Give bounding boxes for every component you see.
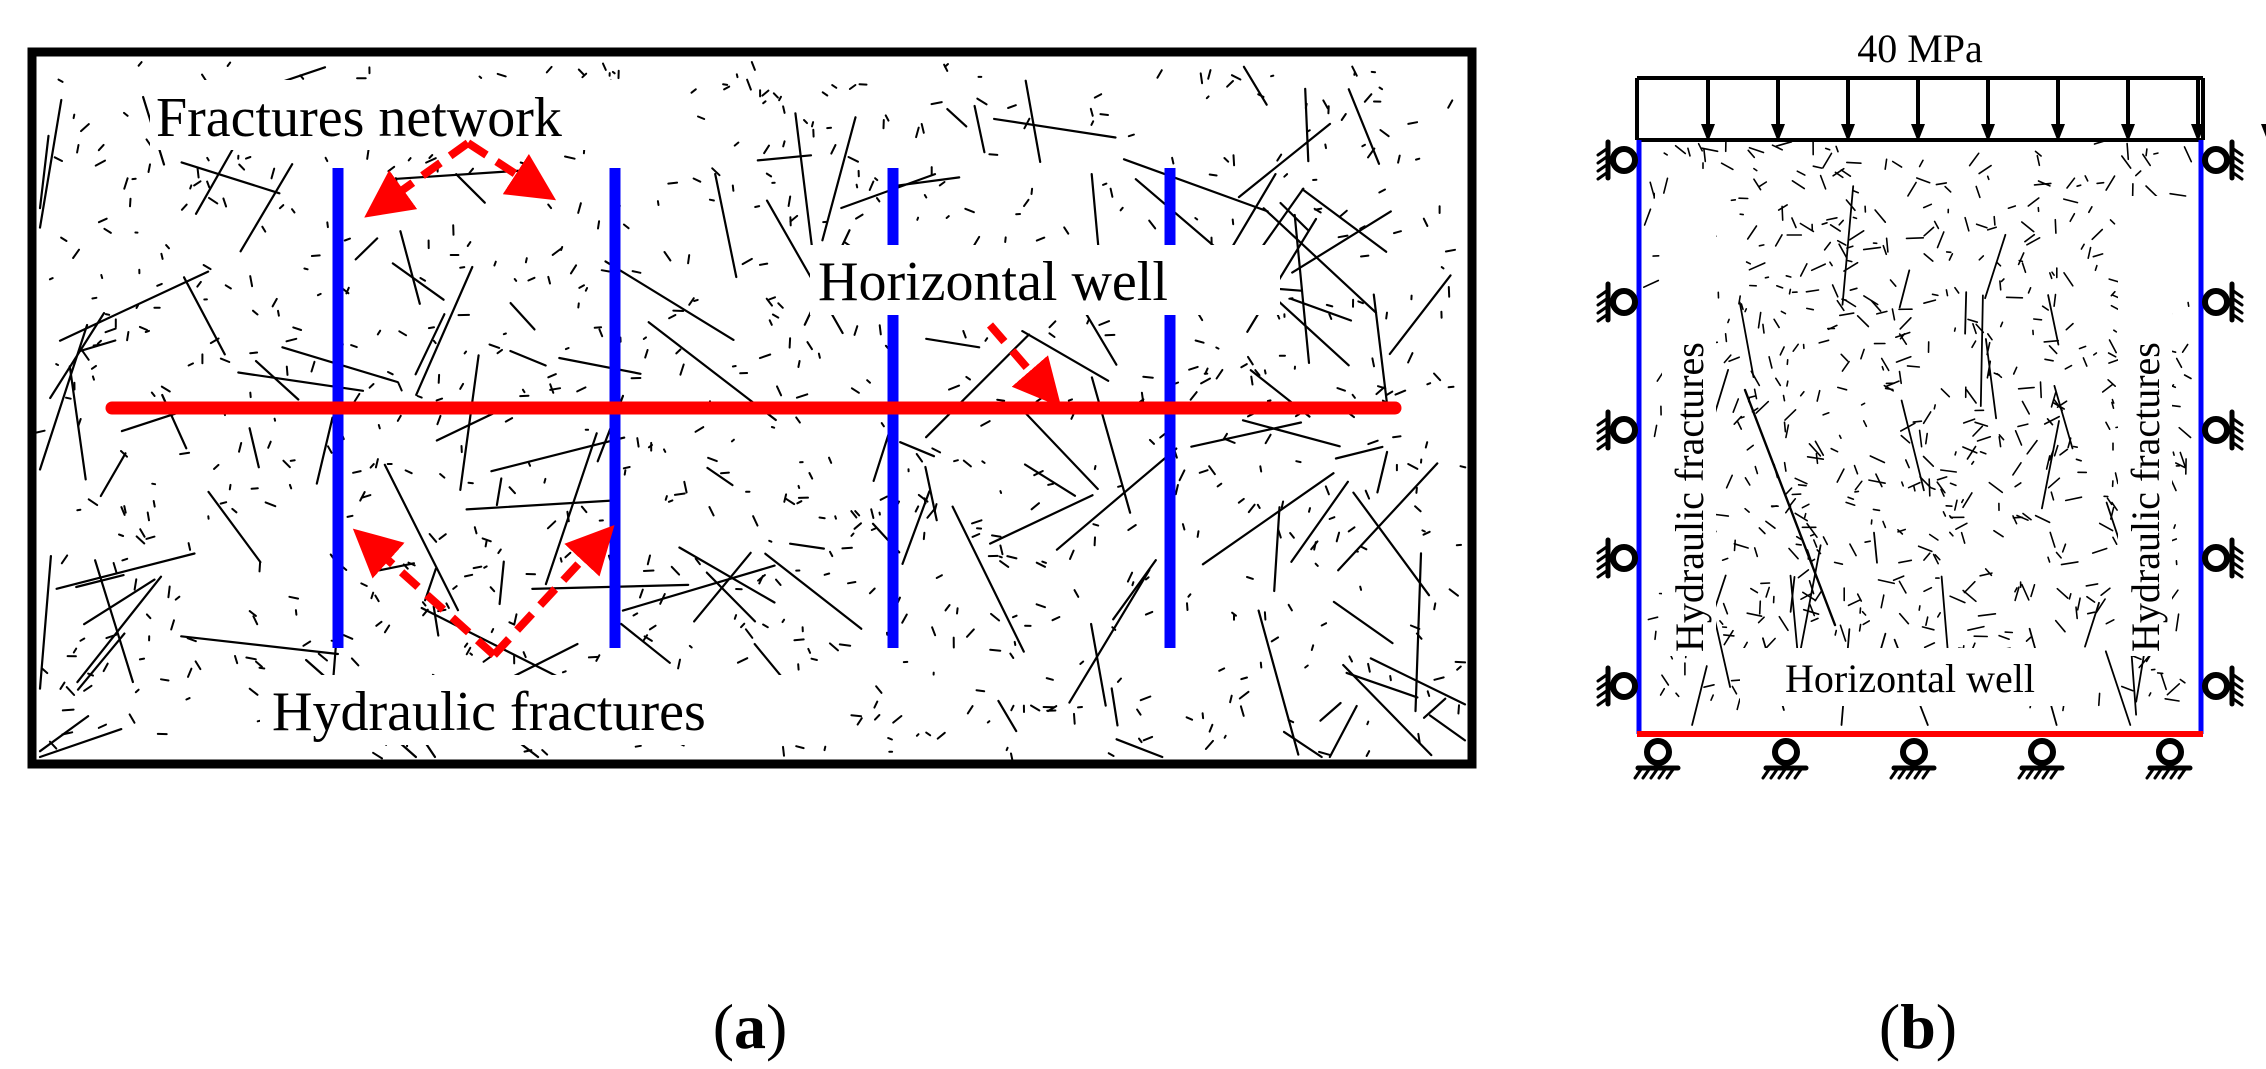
- label-hydraulic-fractures-left: Hydraulic fractures: [1667, 342, 1712, 652]
- label-horizontal-well-a: Horizontal well: [818, 251, 1168, 313]
- panel-a: Fractures network Horizontal well Hydrau…: [27, 47, 1477, 1062]
- natural-fracture-network-b: [1643, 140, 2193, 726]
- label-hydraulic-fractures-right: Hydraulic fractures: [2123, 342, 2168, 652]
- reservoir-boundary-a: [27, 47, 1477, 769]
- label-horizontal-well-b: Horizontal well: [1785, 656, 2035, 701]
- load-arrow-icon: [1635, 76, 2266, 142]
- label-load: 40 MPa: [1857, 26, 1983, 71]
- caption-b: (b): [1879, 991, 1957, 1062]
- label-fractures-network: Fractures network: [156, 87, 562, 149]
- panel-b: 40 MPa Hydraulic fractures Hydraulic fra…: [1596, 26, 2266, 1062]
- natural-fracture-network-a: [35, 61, 1467, 765]
- dashed-arrow-icon: [352, 139, 1062, 658]
- label-hydraulic-fractures-a: Hydraulic fractures: [272, 681, 706, 743]
- caption-a: (a): [713, 991, 788, 1062]
- roller-support-icon: [1596, 139, 2244, 780]
